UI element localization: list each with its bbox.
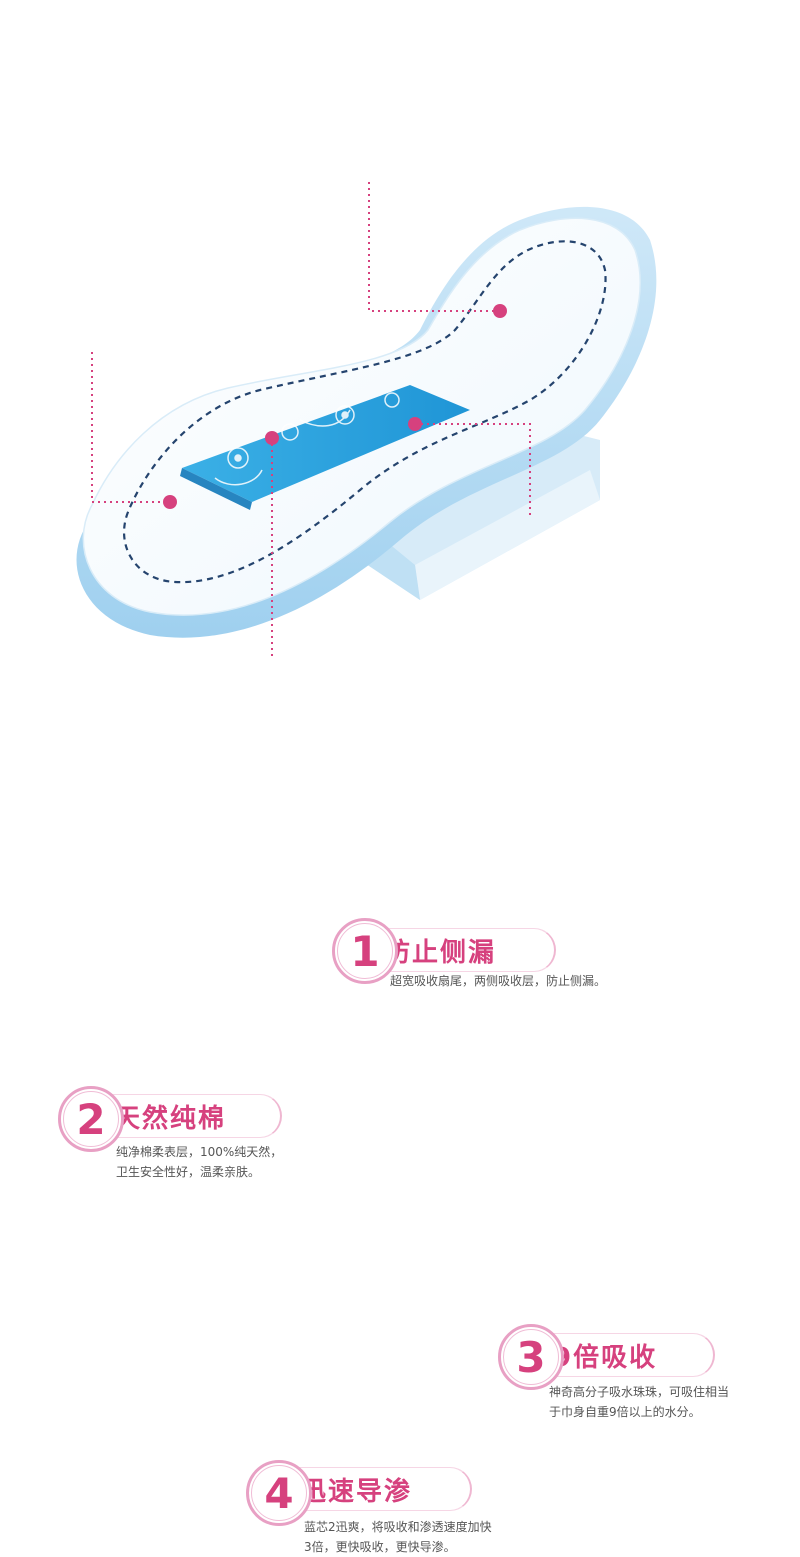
marker-dots <box>163 304 507 509</box>
callout-2-desc-line-1: 纯净棉柔表层，100%纯天然， <box>116 1145 283 1159</box>
stitch-line <box>123 240 607 584</box>
callout-1-badge: 1 <box>332 918 398 984</box>
callout-3-desc-line-1: 神奇高分子吸水珠珠，可吸住相当 <box>549 1385 730 1399</box>
connector-lines <box>91 182 531 660</box>
callout-4-badge: 4 <box>246 1460 312 1526</box>
callout-2-desc-line-2: 卫生安全性好，温柔亲肤。 <box>116 1165 261 1179</box>
callout-3-desc-line-2: 于巾身自重9倍以上的水分。 <box>549 1405 701 1419</box>
callout-2-number: 2 <box>63 1091 119 1147</box>
callout-1-desc: 超宽吸收扇尾，两侧吸收层，防止侧漏。 <box>390 974 607 988</box>
callout-1-number: 1 <box>337 923 393 979</box>
sanitary-pad-drawing <box>76 182 657 660</box>
blue-core <box>180 385 470 510</box>
callout-4-number: 4 <box>251 1465 307 1521</box>
callout-4-desc-line-2: 3倍，更快吸收，更快导渗。 <box>304 1540 456 1554</box>
product-illustration: 防止侧漏 1 超宽吸收扇尾，两侧吸收层，防止侧漏。 天然纯棉 2 纯净棉柔表层，… <box>58 182 729 1554</box>
callout-3-number: 3 <box>503 1329 559 1385</box>
callout-2-badge: 2 <box>58 1086 124 1152</box>
callout-4-desc-line-1: 蓝芯2迅爽，将吸收和渗透速度加快 <box>304 1520 492 1534</box>
callout-3-badge: 3 <box>498 1324 564 1390</box>
